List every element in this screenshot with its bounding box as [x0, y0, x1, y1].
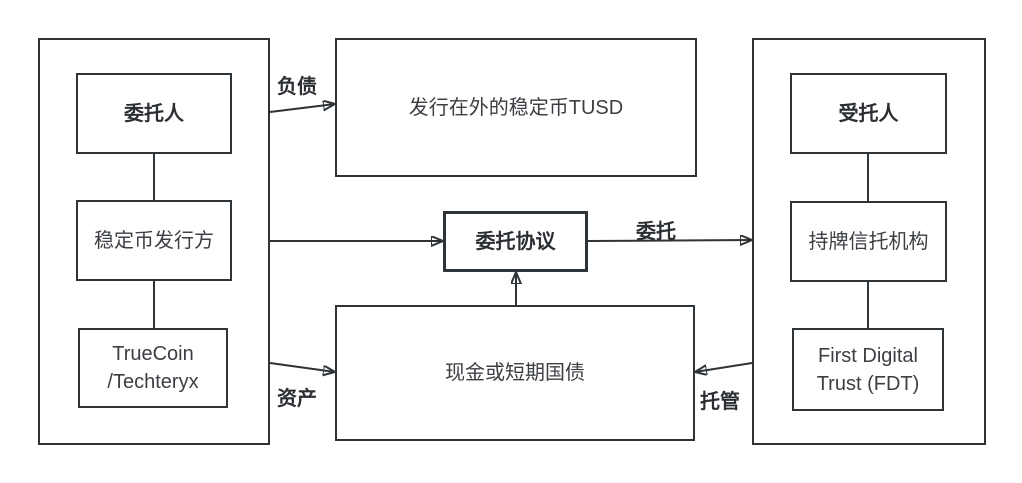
node-licensed-trust-institution: 持牌信托机构	[790, 201, 947, 282]
node-stablecoin-issuer-label: 稳定币发行方	[94, 229, 214, 252]
node-trustee-label: 受托人	[838, 102, 899, 125]
edge-label-custody: 托管	[700, 391, 740, 413]
node-licensed-trust-label: 持牌信托机构	[808, 230, 929, 253]
left-group-box	[38, 38, 270, 445]
node-truecoin-line1: TrueCoin	[112, 343, 194, 365]
node-tusd-label: 发行在外的稳定币TUSD	[408, 96, 624, 119]
node-tusd-outstanding: 发行在外的稳定币TUSD	[335, 38, 697, 177]
node-truecoin-line2: /Techteryx	[107, 371, 199, 393]
node-trustor: 委托人	[76, 73, 232, 154]
node-stablecoin-issuer: 稳定币发行方	[76, 200, 232, 281]
arrow-asset	[269, 362, 335, 372]
edge-label-liability: 负债	[277, 76, 317, 98]
arrow-liability	[269, 104, 335, 113]
node-truecoin-techteryx: TrueCoin /Techteryx	[78, 328, 228, 408]
node-first-digital-trust: First Digital Trust (FDT)	[792, 328, 944, 411]
node-fdt-line2: Trust (FDT)	[816, 372, 920, 395]
node-trustor-label: 委托人	[124, 102, 184, 125]
node-trust-agreement-label: 委托协议	[475, 230, 556, 253]
node-cash-or-treasuries-label: 现金或短期国债	[445, 362, 585, 384]
node-cash-or-treasuries: 现金或短期国债	[335, 305, 695, 441]
arrow-custody	[695, 362, 753, 372]
node-trust-agreement: 委托协议	[443, 211, 588, 272]
edge-label-entrust: 委托	[636, 221, 676, 243]
node-trustee: 受托人	[790, 73, 947, 154]
edge-label-asset: 资产	[277, 388, 317, 410]
node-fdt-line1: First Digital	[817, 344, 918, 367]
